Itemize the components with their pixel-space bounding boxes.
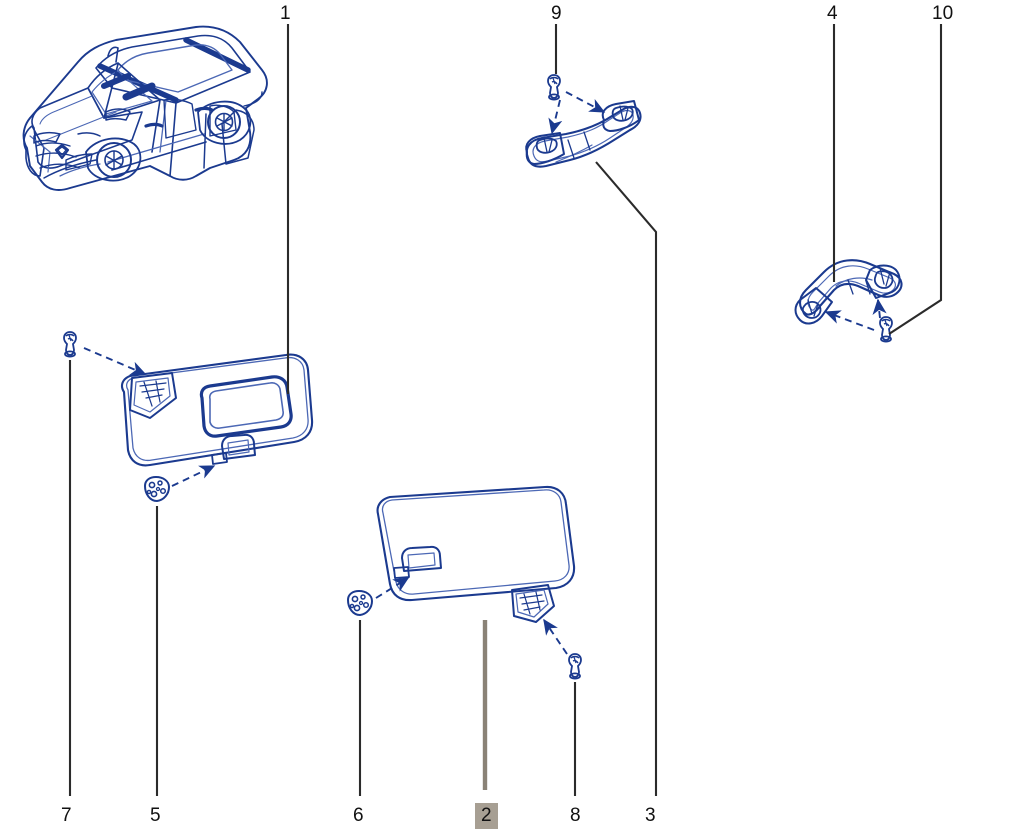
leader-3 [595, 161, 658, 796]
callout-6[interactable]: 6 [353, 805, 364, 826]
part-screw-visor-passenger [568, 653, 582, 680]
callout-3[interactable]: 3 [645, 805, 656, 826]
callout-4[interactable]: 4 [827, 3, 838, 24]
arrow-screw8-to-visor2 [543, 618, 568, 655]
arrow-cap9-to-handle3-left [548, 99, 563, 135]
callout-7[interactable]: 7 [61, 805, 72, 826]
callout-9[interactable]: 9 [551, 3, 562, 24]
callout-10[interactable]: 10 [932, 3, 954, 24]
part-clip-visor-passenger [347, 590, 373, 616]
arrow-clip5-to-visor1 [171, 465, 216, 487]
part-clip-visor-driver [144, 476, 170, 502]
part-sun-visor-driver [120, 353, 314, 467]
arrow-cap9-to-handle3-right [565, 91, 606, 113]
part-screw-cap-rear-grab-handle [879, 316, 893, 343]
callout-1[interactable]: 1 [280, 3, 291, 24]
part-screw-cap-front-grab-handle [547, 74, 561, 101]
callout-8[interactable]: 8 [570, 805, 581, 826]
assembly-arrows [83, 91, 887, 655]
arrow-cap10-to-handle4-right [872, 298, 887, 319]
callout-2-selected[interactable]: 2 [475, 803, 498, 829]
part-grab-handle-front [525, 100, 642, 168]
leader-lines [68, 24, 943, 796]
part-grab-handle-rear [794, 259, 903, 325]
arrow-clip6-to-visor2 [375, 577, 410, 599]
leader-10 [888, 24, 943, 335]
arrow-screw7-to-visor1 [83, 347, 147, 375]
callout-5[interactable]: 5 [150, 805, 161, 826]
part-screw-visor-driver [63, 331, 77, 358]
arrow-cap10-to-handle4-left [824, 310, 875, 331]
part-sun-visor-passenger [376, 485, 576, 623]
vehicle-illustration [22, 25, 268, 191]
